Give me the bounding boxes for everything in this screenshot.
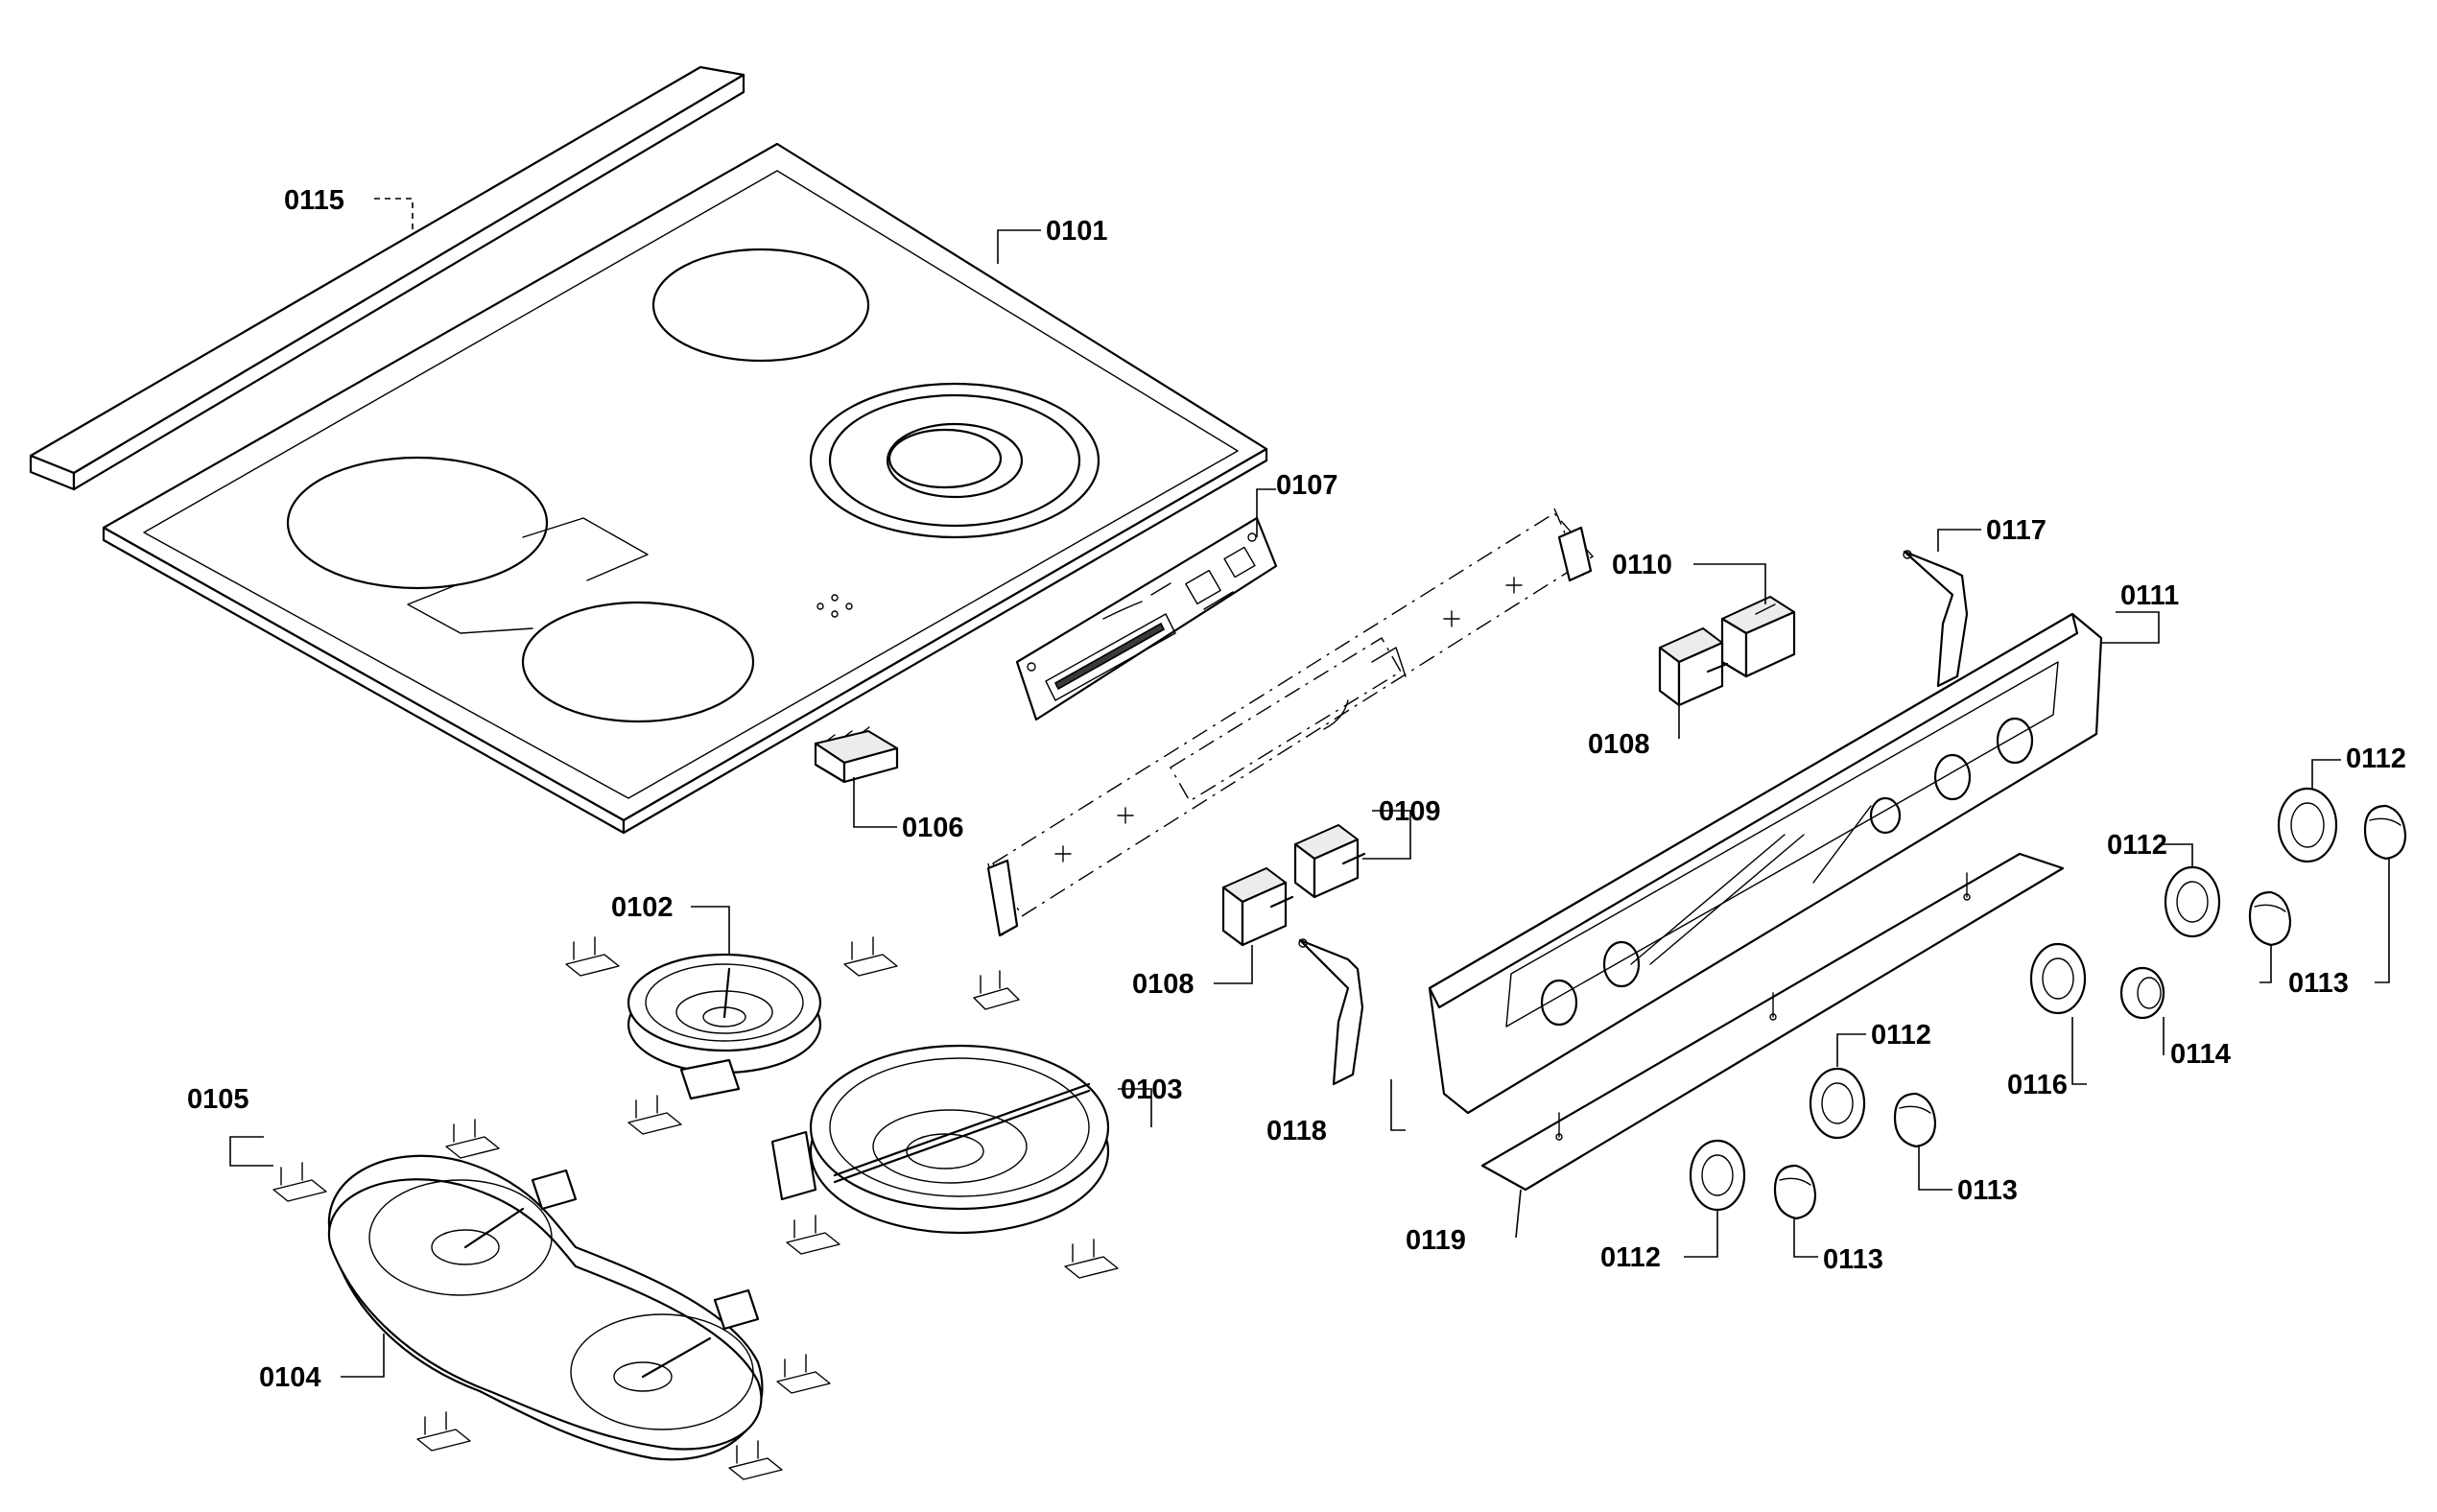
part-0111-control-panel (1428, 612, 2103, 1115)
part-0118-bracket (1298, 938, 1364, 1086)
label-0112-4: 0112 (1600, 1242, 1661, 1273)
part-0109-switch (1293, 824, 1366, 899)
label-0104: 0104 (259, 1362, 321, 1393)
part-0106-connector-block (814, 726, 899, 784)
label-0113-1: 0113 (2288, 968, 2349, 999)
part-0108-switch-lower (1221, 867, 1294, 947)
label-0102: 0102 (611, 892, 674, 923)
part-0103-heating-element (770, 1044, 1110, 1235)
part-0115-trim-strip (29, 65, 745, 491)
part-0114-knob (2119, 966, 2165, 1020)
part-0104-bridge-element (328, 1154, 764, 1461)
part-0105-mounting-clips (272, 936, 1119, 1480)
label-0108-lower: 0108 (1132, 969, 1195, 1000)
label-0113-3: 0113 (1823, 1244, 1883, 1275)
part-0112-bezel-2 (2164, 865, 2221, 938)
label-0114: 0114 (2170, 1039, 2231, 1070)
part-0113-knob-1 (2363, 804, 2407, 861)
label-0106: 0106 (902, 813, 964, 843)
leader-lines (229, 198, 2390, 1378)
label-0105: 0105 (187, 1084, 249, 1115)
label-0109: 0109 (1379, 796, 1441, 827)
label-0101: 0101 (1046, 216, 1108, 247)
part-0102-heating-element (627, 953, 822, 1100)
part-0113-knob-2 (2248, 890, 2292, 947)
part-0108-switch-upper (1658, 627, 1729, 707)
label-0115: 0115 (284, 185, 344, 216)
part-control-bracket (986, 508, 1595, 937)
part-0113-knob-4 (1773, 1164, 1817, 1220)
label-0108-upper: 0108 (1588, 729, 1650, 760)
label-0116: 0116 (2007, 1070, 2068, 1100)
part-0112-bezel-1 (2277, 787, 2338, 863)
part-0119-trim-plate (1480, 852, 2065, 1192)
label-0111: 0111 (2120, 580, 2179, 611)
part-labels: 0115 0101 0107 0106 0110 0108 0109 0108 … (187, 185, 2406, 1393)
label-0113-2: 0113 (1957, 1175, 2018, 1206)
part-0112-bezel-3 (1809, 1067, 1866, 1140)
label-0112-1: 0112 (2346, 744, 2406, 774)
label-0118: 0118 (1266, 1116, 1327, 1146)
label-0103: 0103 (1121, 1075, 1183, 1105)
part-0117-bracket (1903, 550, 1969, 688)
label-0110: 0110 (1612, 550, 1672, 580)
part-0107-control-board (1015, 516, 1278, 721)
part-0116-bezel (2029, 942, 2087, 1015)
label-0119: 0119 (1406, 1225, 1466, 1256)
part-0101-cooktop-glass (102, 142, 1268, 835)
label-0112-2: 0112 (2107, 830, 2167, 861)
part-0112-bezel-4 (1689, 1139, 1746, 1212)
label-0112-3: 0112 (1871, 1020, 1931, 1051)
label-0107: 0107 (1276, 470, 1338, 501)
part-0110-switch (1720, 596, 1796, 678)
label-0117: 0117 (1986, 515, 2047, 546)
part-0113-knob-3 (1893, 1092, 1937, 1148)
